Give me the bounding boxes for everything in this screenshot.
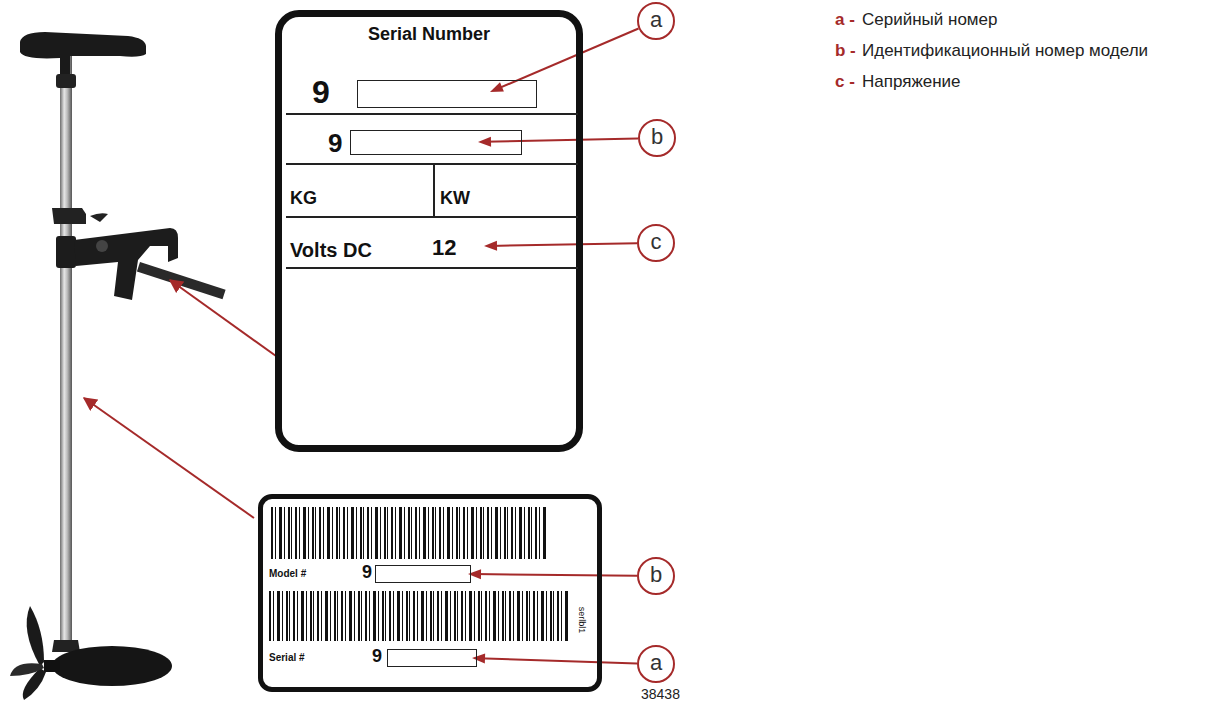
card-text: 9 <box>362 563 372 583</box>
motor-shaft <box>60 48 72 648</box>
clamp-lever <box>90 213 108 222</box>
arrow-line <box>490 243 637 246</box>
card-text: KW <box>440 189 470 209</box>
card-text: Volts DC <box>290 239 372 261</box>
card-text: 9 <box>328 129 342 158</box>
divider-line <box>286 267 578 269</box>
mount-bracket <box>74 228 178 300</box>
figure-number: 38438 <box>641 686 680 703</box>
arrow-line <box>478 658 637 663</box>
callout-circle: b <box>637 557 675 595</box>
bracket-collar <box>56 236 76 268</box>
arrow-head <box>468 569 481 579</box>
label-card: Model #9Serial #9serlbl1 <box>258 494 602 692</box>
divider-line <box>286 163 578 165</box>
number-field <box>375 565 471 583</box>
callout-letter: a <box>650 9 662 31</box>
callout-arrow <box>484 241 637 251</box>
legend-text: Серийный номер <box>862 10 997 30</box>
divider-line <box>433 163 435 216</box>
legend-key: b - <box>835 41 856 61</box>
legend-key: a - <box>835 10 855 30</box>
callout-arrow <box>490 28 639 92</box>
legend-text: Идентификационный номер модели <box>862 41 1148 61</box>
leader-line <box>170 280 276 356</box>
card-text: 9 <box>372 647 382 667</box>
callout-arrow <box>472 653 637 663</box>
propeller-blade <box>10 663 44 676</box>
motor-pod <box>52 646 172 686</box>
callout-arrow <box>468 569 637 579</box>
arrow-head <box>484 241 497 251</box>
callout-circle: a <box>637 2 675 40</box>
barcode <box>271 507 547 559</box>
card-text: Serial Number <box>282 25 576 45</box>
card-text: KG <box>290 189 317 209</box>
card-text: 12 <box>432 236 456 260</box>
shaft-collar <box>56 74 76 88</box>
callout-circle: c <box>637 224 675 262</box>
barcode <box>269 591 569 641</box>
label-card: Serial Number 9 9KG KW Volts DC 12 <box>275 10 583 452</box>
callout-arrow <box>478 137 638 147</box>
bracket-knob <box>96 240 108 252</box>
callout-circle: b <box>638 119 676 157</box>
legend-key: c - <box>835 72 855 92</box>
callout-letter: a <box>650 652 662 674</box>
callout-circle: a <box>637 645 675 683</box>
card-text: Serial # <box>269 652 305 663</box>
number-field <box>387 649 477 667</box>
card-text: Model # <box>269 568 306 579</box>
arrow-head <box>478 137 491 147</box>
legend-text: Напряжение <box>862 72 961 92</box>
shaft-clamp <box>52 208 86 224</box>
arrow-head <box>490 82 504 92</box>
arrow-line <box>484 138 638 141</box>
card-text: 9 <box>312 75 330 110</box>
propeller-blade <box>27 606 44 666</box>
card-text: serlbl1 <box>576 607 586 634</box>
bracket-screw <box>137 262 226 299</box>
callout-letter: c <box>651 231 662 253</box>
leader-line <box>84 398 254 518</box>
divider-line <box>286 113 578 115</box>
divider-line <box>286 216 578 218</box>
arrow-head <box>472 653 485 663</box>
tiller-head <box>20 32 146 75</box>
prop-hub <box>44 660 60 672</box>
callout-letter: b <box>651 126 663 148</box>
arrow-line <box>474 574 637 576</box>
number-field <box>357 80 537 108</box>
callout-letter: b <box>650 564 662 586</box>
motor-drawing <box>10 32 226 700</box>
number-field <box>350 130 522 155</box>
